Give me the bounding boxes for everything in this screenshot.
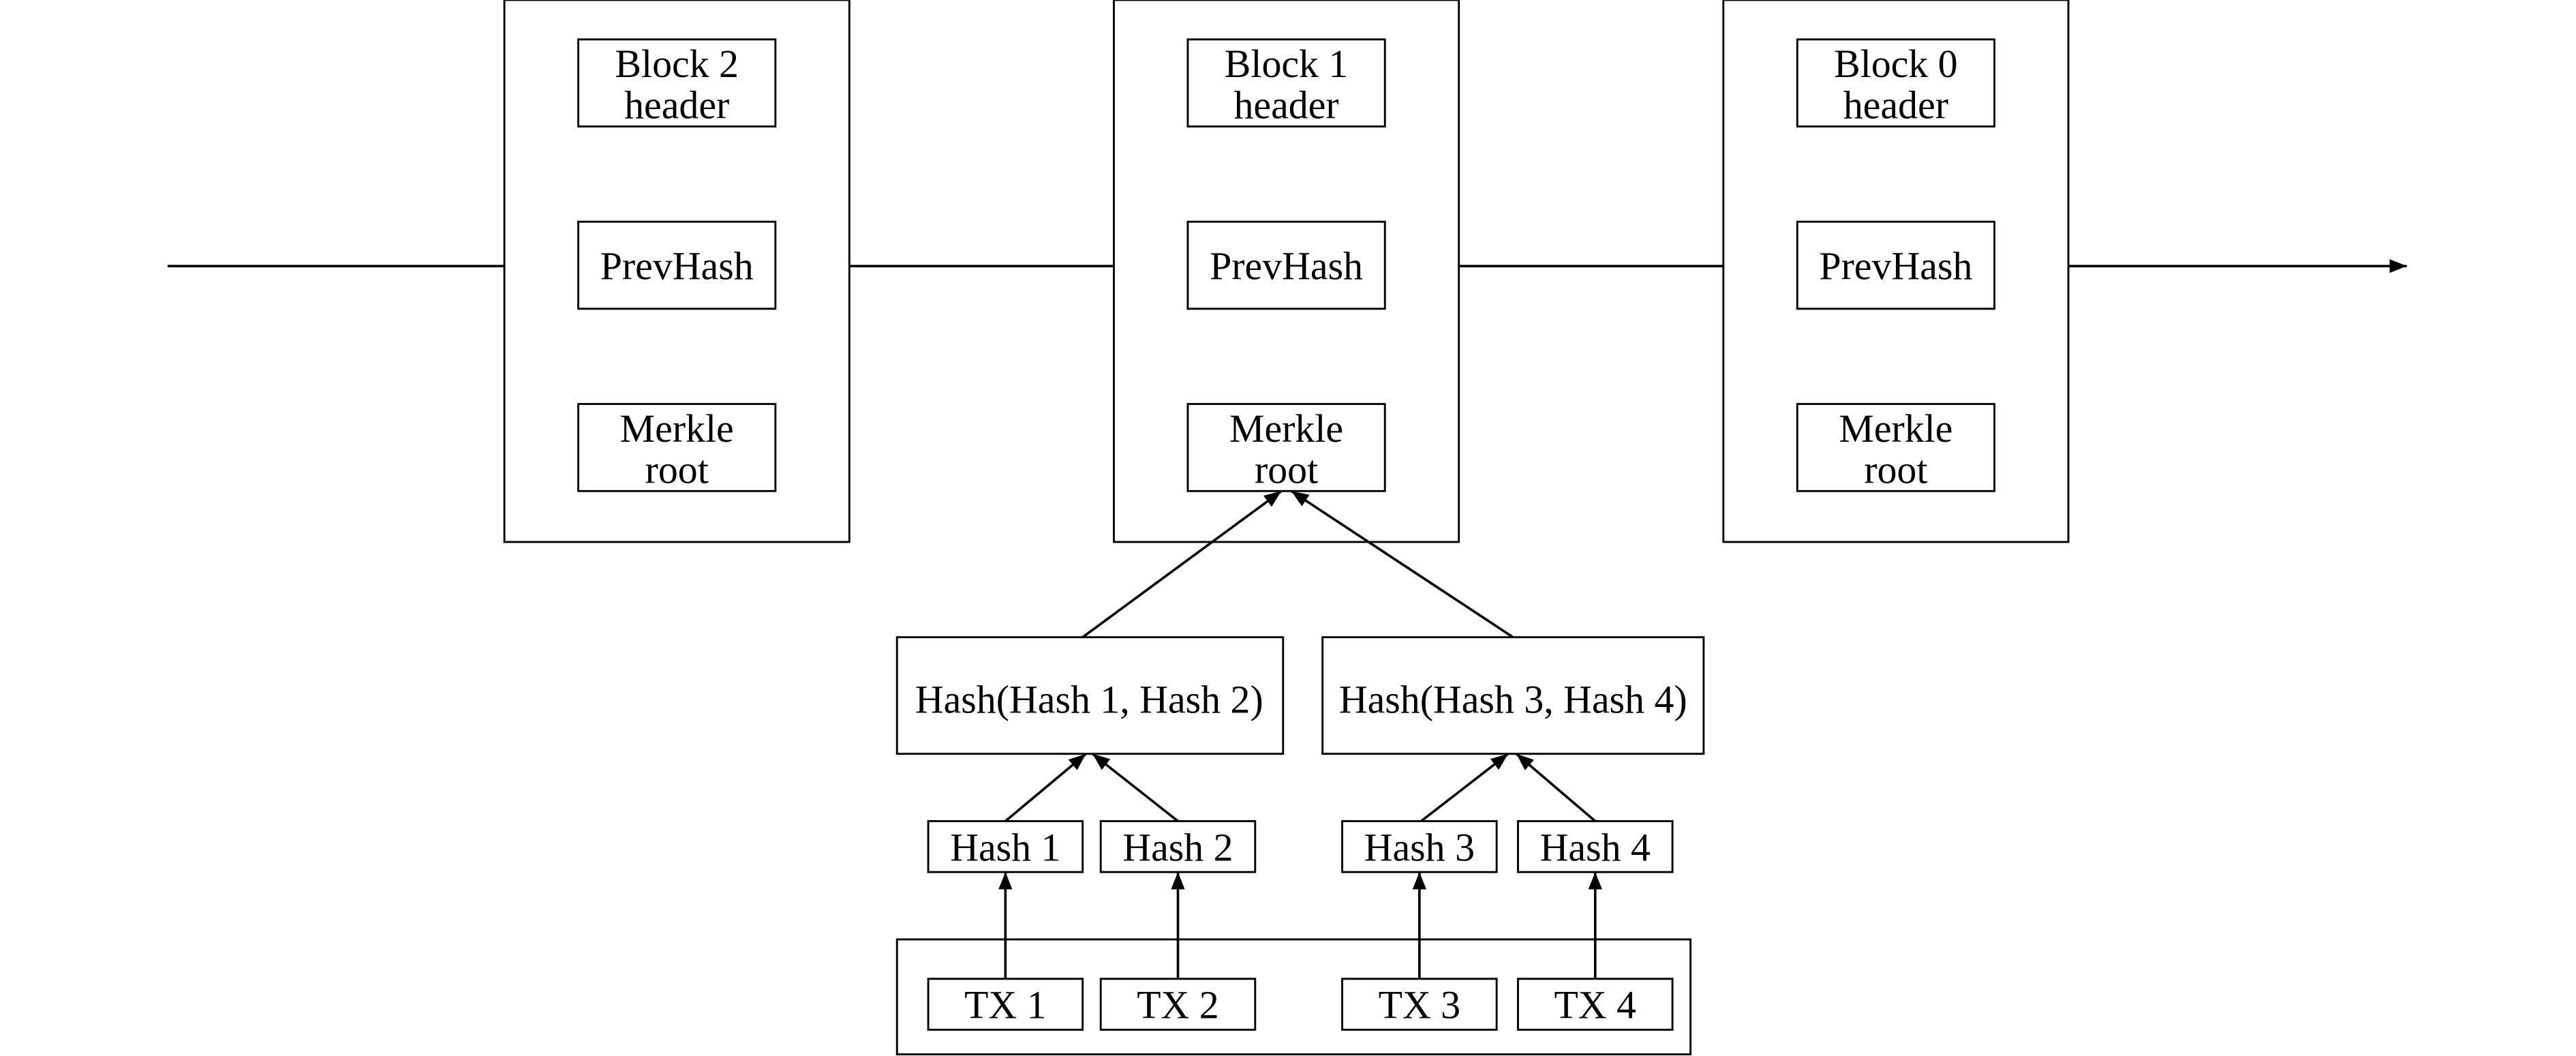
tx-1-box: TX 1 (927, 978, 1084, 1031)
merkle-root-label: Merkle (1229, 406, 1343, 451)
hash-label: Hash 2 (1122, 825, 1233, 869)
hash-label: Hash 1 (950, 825, 1060, 869)
header-label: header (1843, 82, 1948, 127)
tx-label: TX 1 (964, 983, 1047, 1027)
tx-3-box: TX 3 (1341, 978, 1498, 1031)
prevhash-label: PrevHash (1819, 244, 1972, 288)
merkle-root-label: Merkle (1839, 406, 1952, 451)
hash-pair-label: Hash(Hash 1, Hash 2) (915, 678, 1263, 722)
merkle-edges (1005, 489, 1596, 822)
edge-l1a-root (1082, 489, 1283, 639)
hash-2-box: Hash 2 (1099, 820, 1257, 873)
merkle-root-label: root (645, 447, 709, 492)
header-label: header (624, 82, 729, 127)
tx-label: TX 3 (1379, 983, 1461, 1027)
merkle-root-label: root (1864, 447, 1927, 492)
tx-4-box: TX 4 (1517, 978, 1674, 1031)
merkle-root-label: root (1255, 447, 1318, 492)
hash-4-box: Hash 4 (1517, 820, 1674, 873)
prevhash-label: PrevHash (1210, 244, 1363, 288)
merkle-root-label: Merkle (620, 406, 734, 451)
tx-label: TX 4 (1554, 983, 1637, 1027)
edge-hash2 (1092, 753, 1179, 822)
header-label: Block 1 (1225, 42, 1349, 86)
tx-label: TX 2 (1137, 983, 1219, 1027)
prevhash-box: PrevHash (577, 220, 777, 310)
hash-pair-label: Hash(Hash 3, Hash 4) (1339, 678, 1687, 722)
edge-hash4 (1515, 753, 1596, 822)
hash-label: Hash 3 (1364, 825, 1475, 869)
edge-hash1 (1005, 753, 1087, 822)
header-label: header (1234, 82, 1339, 127)
edge-l1b-root (1290, 489, 1514, 639)
prevhash-box: PrevHash (1796, 220, 1996, 310)
header-label: Block 0 (1834, 42, 1958, 86)
prevhash-box: PrevHash (1186, 220, 1386, 310)
tx-2-box: TX 2 (1099, 978, 1257, 1031)
hash-1-box: Hash 1 (927, 820, 1084, 873)
hash-pair-1-2: Hash(Hash 1, Hash 2) (895, 636, 1285, 755)
hash-3-box: Hash 3 (1341, 820, 1498, 873)
hash-pair-3-4: Hash(Hash 3, Hash 4) (1321, 636, 1705, 755)
header-label: Block 2 (615, 42, 739, 86)
edge-hash3 (1420, 753, 1509, 822)
prevhash-label: PrevHash (600, 244, 754, 288)
hash-label: Hash 4 (1540, 825, 1651, 869)
